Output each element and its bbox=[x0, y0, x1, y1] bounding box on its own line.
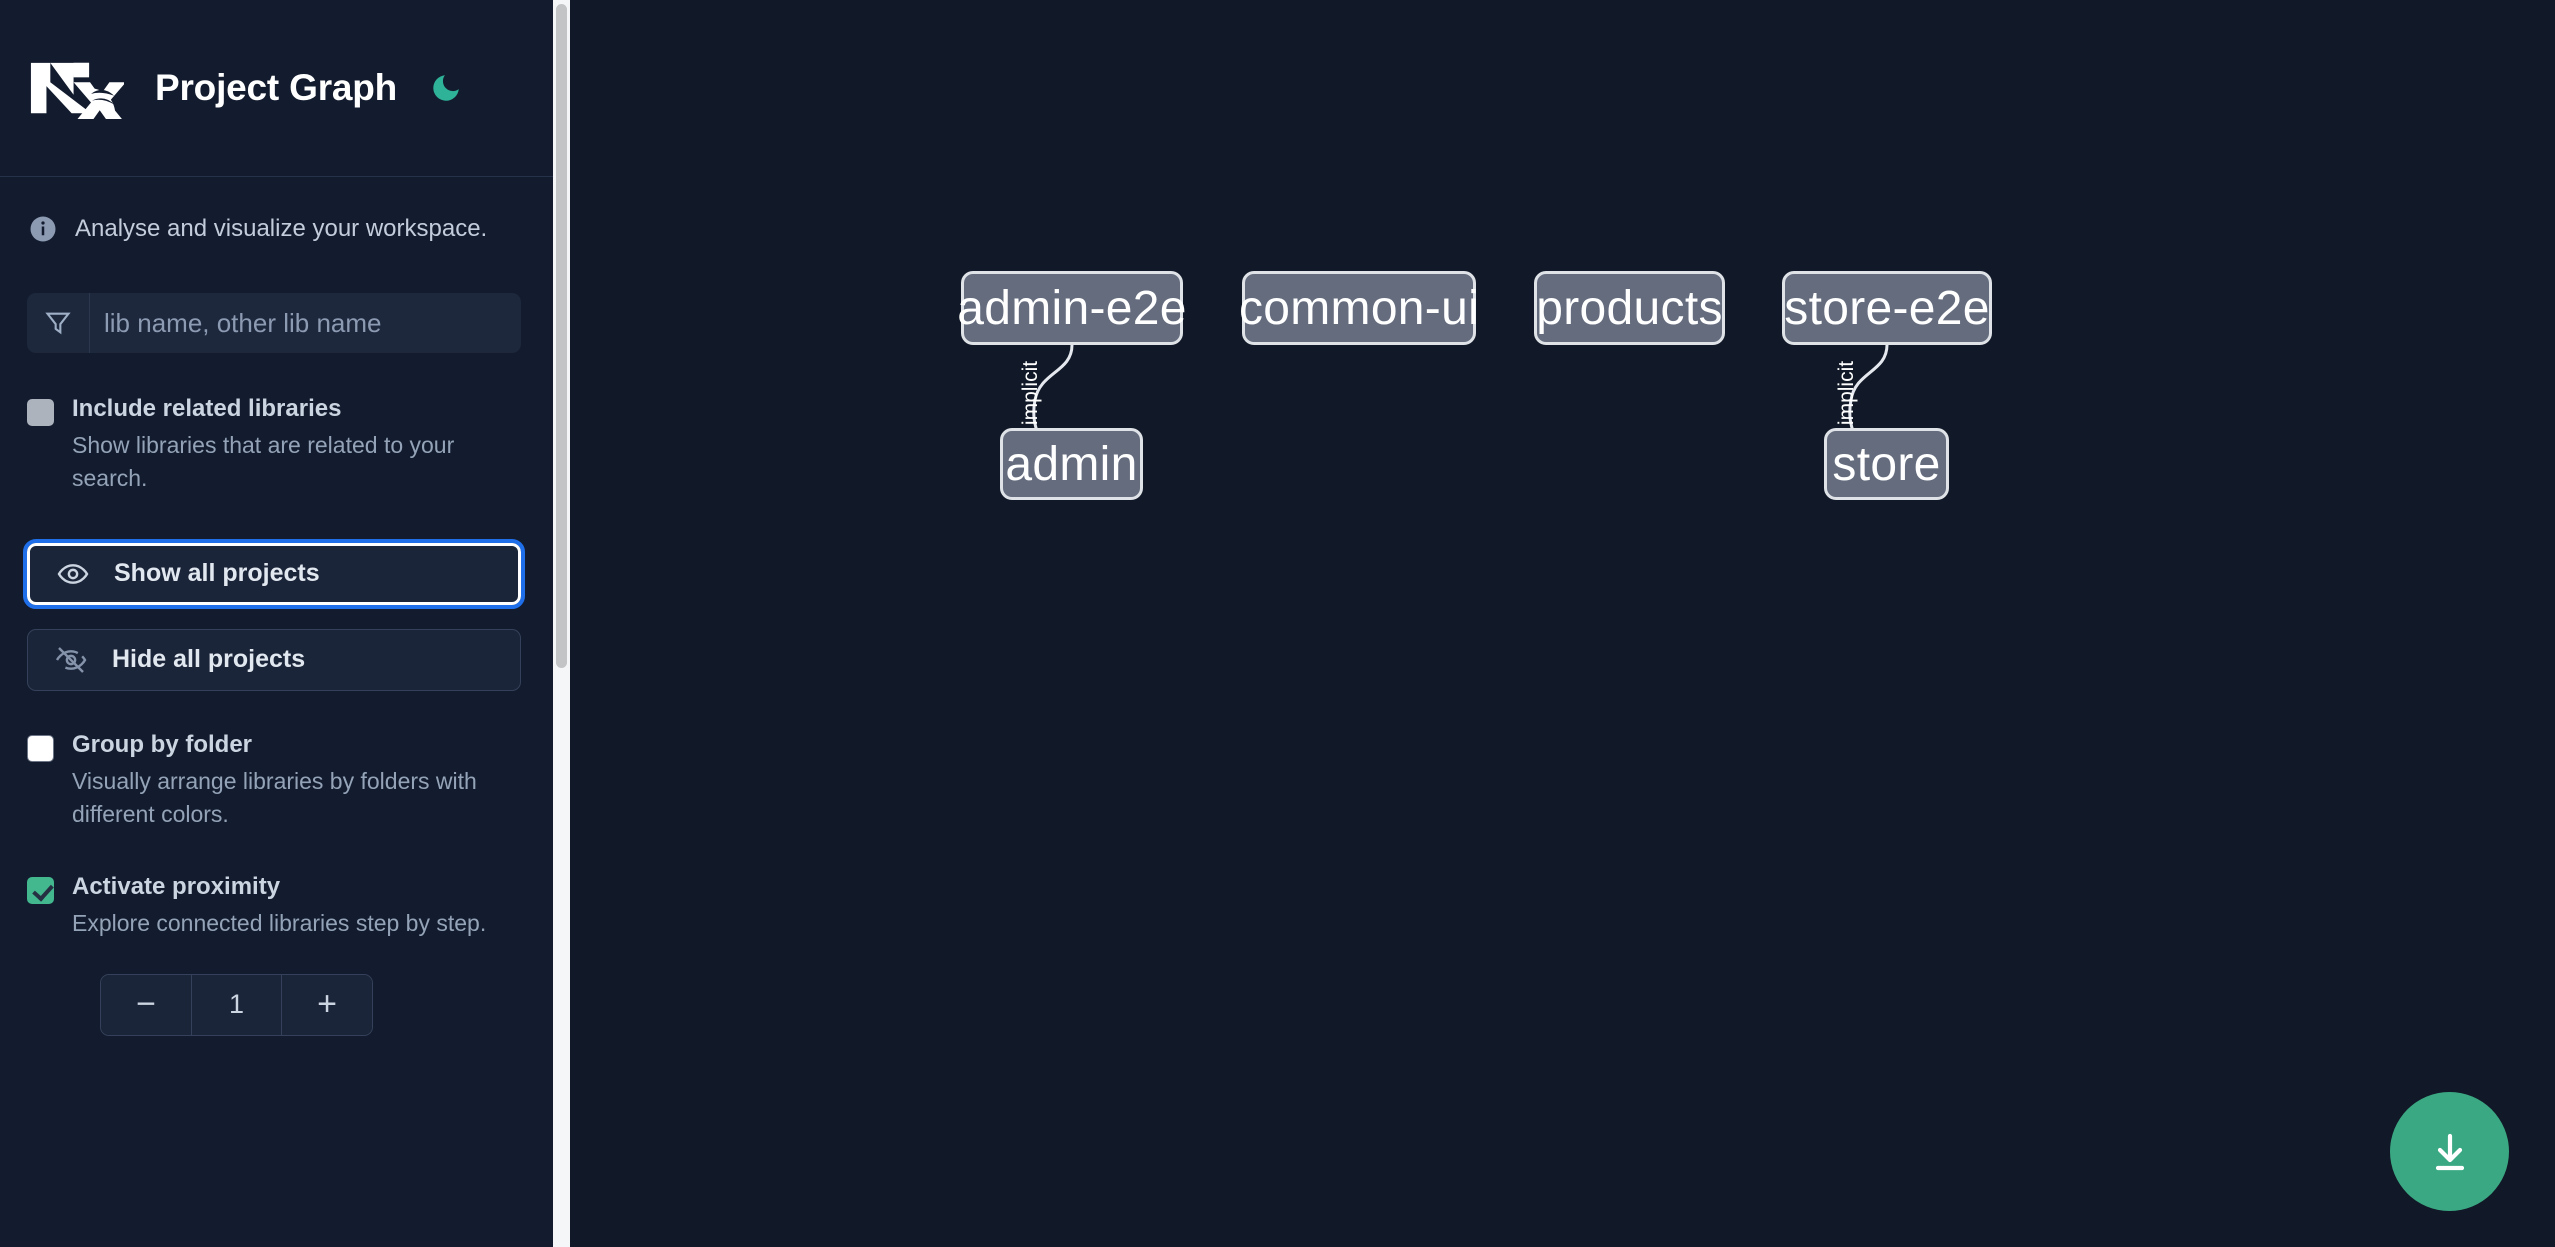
show-all-projects-wrap: Show all projects bbox=[0, 538, 553, 609]
graph-node-store[interactable]: store bbox=[1824, 428, 1949, 500]
graph-node-admin-e2e[interactable]: admin-e2e bbox=[957, 271, 1186, 345]
graph-edges-layer: implicit implicit bbox=[1019, 344, 1889, 463]
tagline-row: Analyse and visualize your workspace. bbox=[0, 177, 553, 244]
option-group-by-folder[interactable]: Group by folder Visually arrange librari… bbox=[0, 728, 553, 832]
option-activate-proximity[interactable]: Activate proximity Explore connected lib… bbox=[0, 870, 553, 940]
hide-all-projects-wrap: Hide all projects bbox=[0, 628, 553, 691]
eye-icon bbox=[57, 563, 89, 584]
option-label: Group by folder bbox=[72, 730, 252, 758]
nx-logo[interactable] bbox=[27, 57, 124, 119]
stepper-decrement-button[interactable]: − bbox=[101, 974, 192, 1035]
stepper-value: 1 bbox=[192, 974, 281, 1035]
sidebar-header: Project Graph bbox=[0, 0, 553, 177]
info-icon bbox=[30, 216, 56, 242]
page-title: Project Graph bbox=[155, 67, 398, 108]
show-all-projects-button[interactable]: Show all projects bbox=[23, 538, 525, 609]
eye-off-icon bbox=[55, 646, 87, 673]
graph-node-common-ui[interactable]: common-ui bbox=[1239, 271, 1479, 345]
graph-node-products[interactable]: products bbox=[1534, 271, 1725, 345]
option-label: Include related libraries bbox=[72, 395, 342, 422]
option-text-group: Group by folder Visually arrange librari… bbox=[72, 728, 523, 832]
download-image-button[interactable] bbox=[2390, 1092, 2509, 1211]
activate-proximity-checkbox[interactable] bbox=[27, 876, 54, 904]
option-description: Visually arrange libraries by folders wi… bbox=[72, 767, 477, 828]
sidebar: Project Graph Analyse and visualize your… bbox=[0, 0, 553, 1247]
funnel-glyph bbox=[45, 312, 71, 335]
stepper-increment-button[interactable]: + bbox=[281, 974, 372, 1035]
hide-all-projects-label: Hide all projects bbox=[112, 645, 306, 674]
hide-all-projects-button[interactable]: Hide all projects bbox=[27, 628, 521, 691]
edge-label: implicit bbox=[1835, 361, 1858, 425]
show-all-projects-label: Show all projects bbox=[114, 559, 320, 588]
option-include-related-libraries[interactable]: Include related libraries Show libraries… bbox=[0, 392, 553, 496]
proximity-stepper[interactable]: − 1 + bbox=[100, 973, 373, 1036]
graph-canvas[interactable]: implicit implicit admin-e2e common-ui pr… bbox=[553, 0, 2555, 1247]
funnel-icon bbox=[27, 293, 90, 353]
option-description: Explore connected libraries step by step… bbox=[72, 909, 487, 936]
download-icon bbox=[2435, 1133, 2464, 1170]
option-label: Activate proximity bbox=[72, 872, 281, 900]
option-description: Show libraries that are related to your … bbox=[72, 432, 455, 492]
sidebar-scrollbar-thumb[interactable] bbox=[556, 4, 567, 668]
edge-label: implicit bbox=[1019, 361, 1042, 425]
option-text-group: Activate proximity Explore connected lib… bbox=[72, 870, 486, 940]
group-by-folder-checkbox[interactable] bbox=[27, 734, 54, 762]
option-text-group: Include related libraries Show libraries… bbox=[72, 392, 523, 496]
tagline-text: Analyse and visualize your workspace. bbox=[75, 215, 488, 242]
graph-node-admin[interactable]: admin bbox=[1000, 428, 1143, 500]
graph-node-store-e2e[interactable]: store-e2e bbox=[1782, 271, 1992, 345]
filter-field[interactable] bbox=[27, 293, 521, 353]
moon-glyph bbox=[433, 75, 459, 101]
moon-icon[interactable] bbox=[423, 65, 469, 111]
search-input[interactable] bbox=[90, 293, 521, 353]
include-related-libraries-checkbox[interactable] bbox=[27, 399, 54, 426]
